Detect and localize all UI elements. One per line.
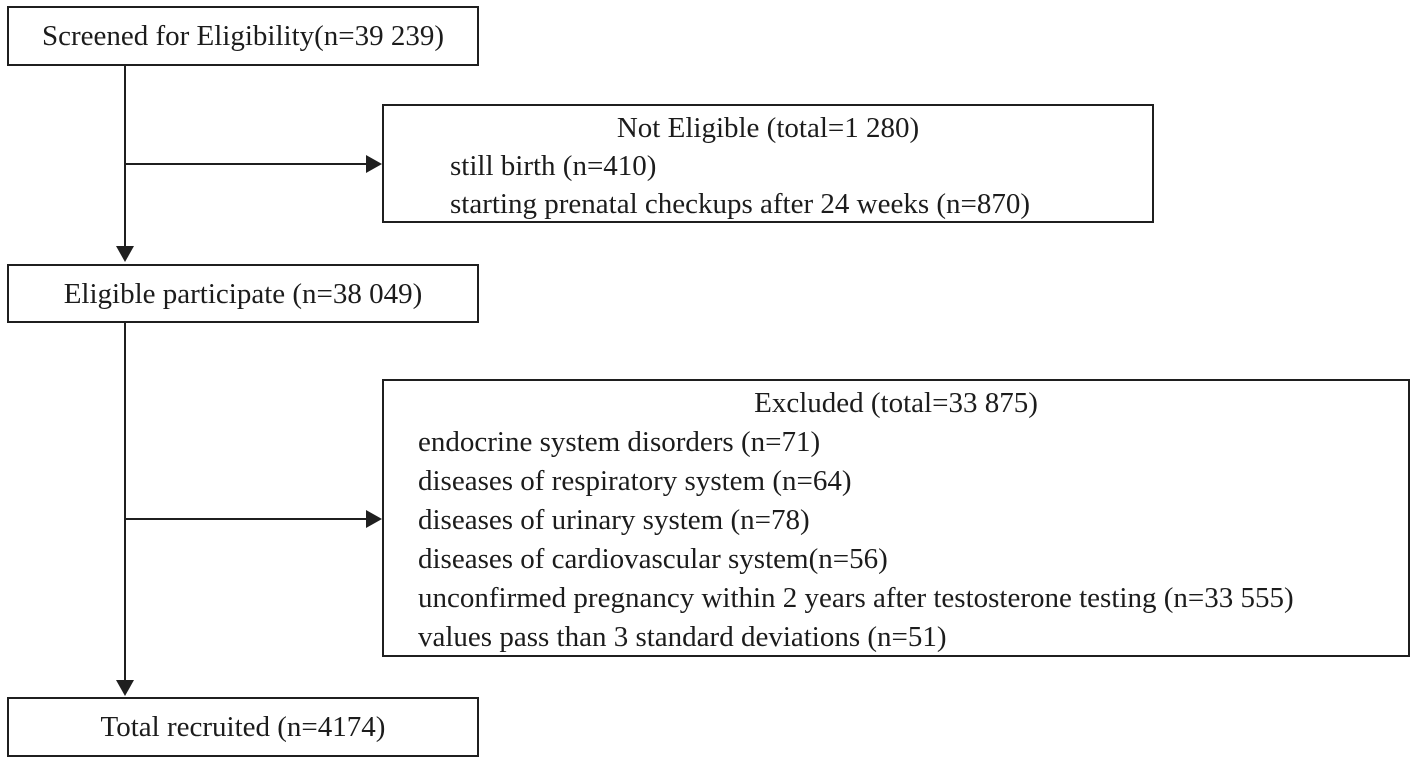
not-eligible-box: Not Eligible (total=1 280) still birth (… bbox=[382, 104, 1154, 223]
screened-label: Screened for Eligibility(n=39 239) bbox=[41, 20, 445, 52]
connector-branch-not-eligible bbox=[124, 163, 368, 165]
eligible-label: Eligible participate (n=38 049) bbox=[63, 277, 423, 310]
arrowhead-right-icon bbox=[366, 510, 382, 528]
not-eligible-item: starting prenatal checkups after 24 week… bbox=[450, 188, 1031, 220]
arrowhead-down-icon bbox=[116, 246, 134, 262]
excluded-box: Excluded (total=33 875) endocrine system… bbox=[382, 379, 1410, 657]
excluded-item: endocrine system disorders (n=71) bbox=[418, 426, 821, 458]
total-recruited-box: Total recruited (n=4174) bbox=[7, 697, 479, 757]
connector-screened-to-eligible bbox=[124, 66, 126, 248]
arrowhead-right-icon bbox=[366, 155, 382, 173]
not-eligible-item: still birth (n=410) bbox=[450, 150, 657, 182]
connector-branch-excluded bbox=[124, 518, 368, 520]
eligible-box: Eligible participate (n=38 049) bbox=[7, 264, 479, 323]
arrowhead-down-icon bbox=[116, 680, 134, 696]
excluded-title: Excluded (total=33 875) bbox=[754, 387, 1038, 419]
excluded-item: diseases of respiratory system (n=64) bbox=[418, 465, 852, 497]
screened-box: Screened for Eligibility(n=39 239) bbox=[7, 6, 479, 66]
excluded-item: diseases of cardiovascular system(n=56) bbox=[418, 543, 888, 575]
excluded-item: diseases of urinary system (n=78) bbox=[418, 504, 810, 536]
not-eligible-title: Not Eligible (total=1 280) bbox=[616, 112, 920, 144]
total-recruited-label: Total recruited (n=4174) bbox=[100, 711, 386, 743]
connector-eligible-to-total bbox=[124, 323, 126, 682]
excluded-item: values pass than 3 standard deviations (… bbox=[418, 621, 947, 653]
excluded-item: unconfirmed pregnancy within 2 years aft… bbox=[418, 582, 1294, 614]
